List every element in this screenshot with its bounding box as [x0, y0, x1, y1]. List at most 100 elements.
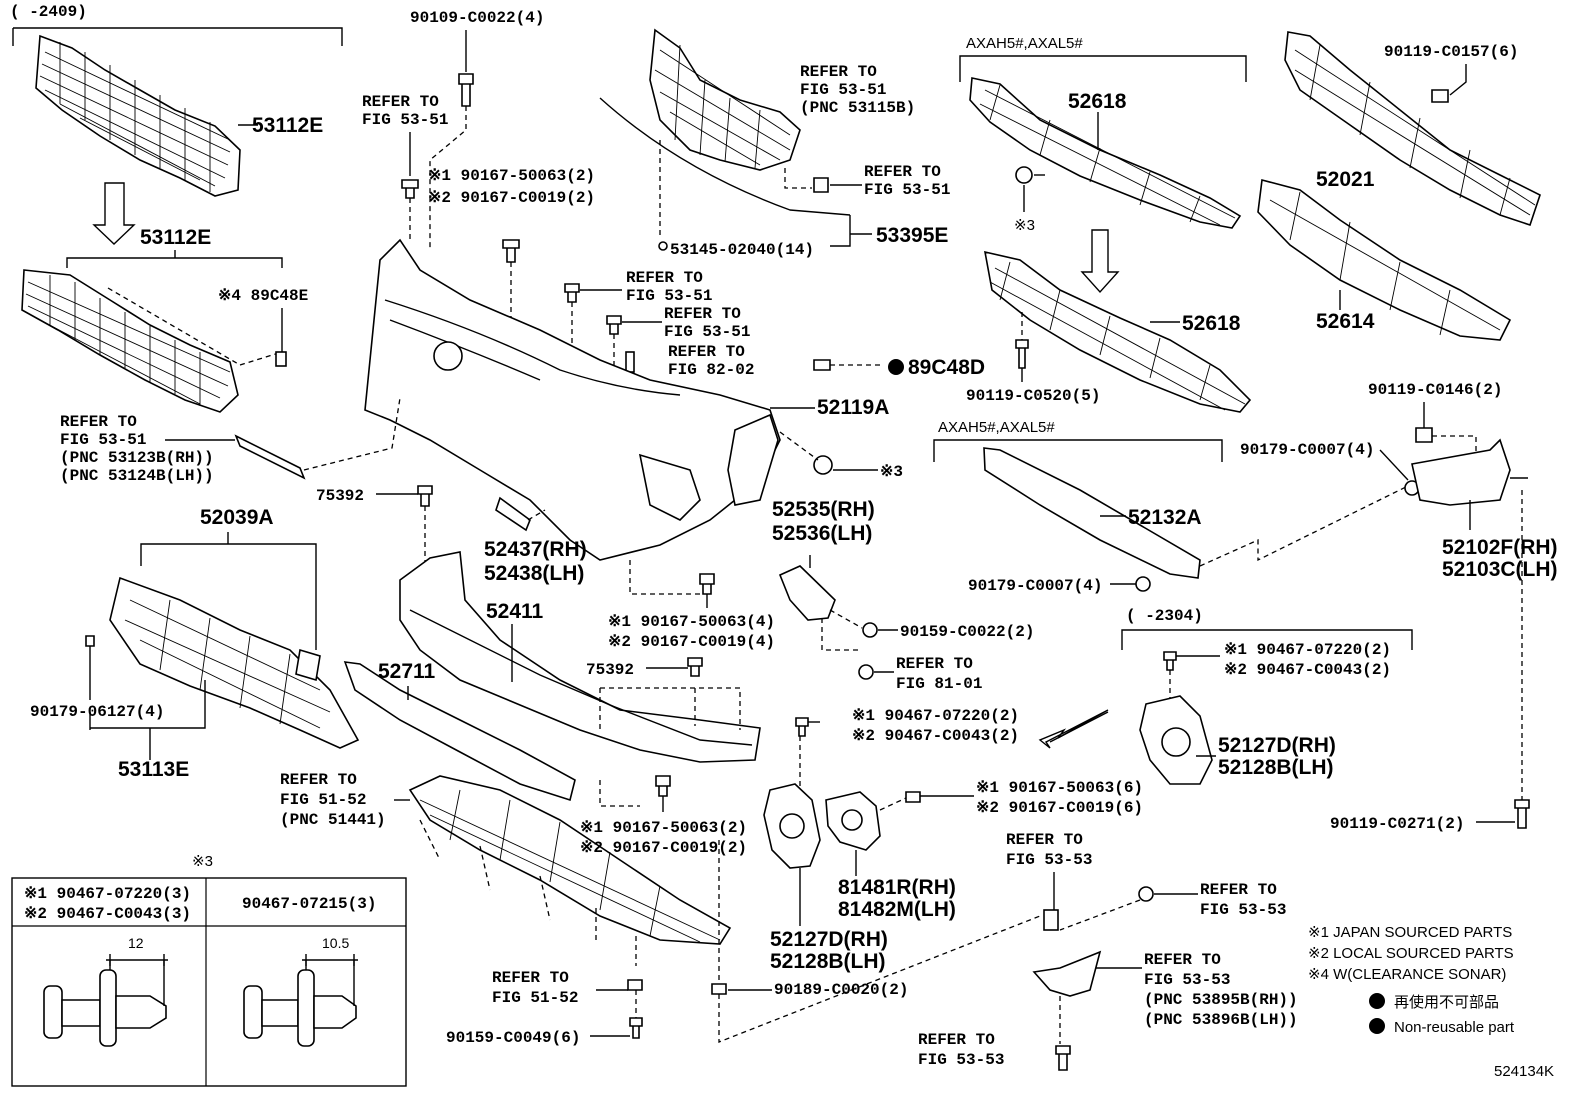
part-90189-C0020: 90189-C0020(2) — [774, 981, 908, 999]
leader — [629, 560, 700, 595]
part-90167-b2: ※2 90167-C0019(4) — [608, 633, 775, 651]
screw-icon — [862, 622, 878, 638]
legend-jp: 再使用不可部品 — [1394, 994, 1499, 1011]
bolt-icon — [1514, 799, 1530, 829]
part-53112E-lower: 53112E — [140, 226, 211, 249]
arrow-shaft — [1049, 711, 1109, 743]
leader — [879, 797, 907, 811]
clip-icon — [627, 979, 643, 991]
bracket — [959, 55, 1247, 82]
clip-table-right: 90467-07215(3) — [242, 895, 376, 913]
range-label-2304: ( -2304) — [1126, 607, 1203, 625]
leader — [1199, 479, 1421, 567]
part-52119A: 52119A — [817, 396, 889, 419]
molding-52711-illustration — [343, 661, 576, 802]
part-90167-a1: ※1 90167-50063(2) — [428, 167, 595, 185]
bracket — [830, 215, 872, 247]
absorber-upper-illustration — [969, 77, 1242, 229]
bumper-lower-illustration — [399, 551, 761, 763]
part-52614: 52614 — [1316, 310, 1375, 333]
non-reusable-dot-icon — [1369, 1018, 1385, 1034]
clip-icon — [85, 635, 95, 647]
clip-icon — [1163, 651, 1177, 671]
bracket-52535-illustration — [778, 565, 836, 621]
leader — [527, 509, 546, 521]
screw-icon — [858, 664, 874, 680]
ref-51-52-b: REFER TO FIG 51-52 — [492, 969, 578, 1007]
clip-icon — [813, 455, 833, 475]
bumper-cover-illustration — [364, 238, 781, 561]
part-53145: 53145-02040(14) — [670, 241, 814, 259]
part-90119-C0157: 90119-C0157(6) — [1384, 43, 1518, 61]
leader — [303, 397, 401, 471]
ref-82-02: REFER TO FIG 82-02 — [668, 343, 754, 379]
part-52127D-a: 52127D(RH) 52128B(LH) — [1218, 734, 1342, 779]
ref-53-51-b: REFER TO FIG 53-51 — [864, 163, 950, 199]
molding-52437 — [495, 496, 531, 532]
part-52021: 52021 — [1316, 168, 1375, 191]
screw-icon — [699, 573, 715, 595]
clip-icon — [417, 485, 433, 507]
clip-left-drawing — [43, 954, 168, 1047]
bolt-icon — [1015, 339, 1029, 369]
ref-53-51-c: REFER TO FIG 53-51 — [626, 269, 712, 305]
fog-bezel-right-illustration — [1139, 695, 1213, 785]
beam-52132A-illustration — [983, 447, 1201, 579]
reinforcement-illustration — [1284, 31, 1541, 227]
clip-right-drawing — [243, 954, 358, 1047]
part-90167-a2: ※2 90167-C0019(2) — [428, 189, 595, 207]
ref-81-01: REFER TO FIG 81-01 — [896, 655, 982, 693]
part-52102F: 52102F(RH) 52103C(LH) — [1442, 536, 1563, 581]
clip-table-left-2: ※2 90467-C0043(3) — [24, 905, 191, 923]
part-52535: 52535(RH) 52536(LH) — [772, 498, 881, 545]
part-89C48E: ※4 89C48E — [218, 287, 308, 305]
sensor-bracket — [275, 351, 287, 367]
part-89C48D: 89C48D — [908, 356, 985, 379]
part-90167-d2: ※2 90167-C0019(6) — [976, 799, 1143, 817]
clip-icon — [687, 657, 703, 677]
bolt-icon — [458, 73, 474, 107]
ref-53-53-d: REFER TO FIG 53-53 — [918, 1031, 1004, 1069]
leader — [1059, 899, 1141, 931]
bracket — [140, 532, 317, 650]
ref-53115B: REFER TO FIG 53-51 (PNC 53115B) — [800, 63, 915, 117]
clip-icon — [564, 283, 580, 303]
grille-support-illustration — [649, 28, 801, 171]
part-53113E: 53113E — [118, 758, 189, 781]
leader — [784, 168, 812, 189]
part-90159-C0022: 90159-C0022(2) — [900, 623, 1034, 641]
ref-53123B: REFER TO FIG 53-51 (PNC 53123B(RH)) (PNC… — [60, 413, 223, 485]
legend-2: ※2 LOCAL SOURCED PARTS — [1308, 945, 1514, 962]
part-52127D-b: 52127D(RH) 52128B(LH) — [770, 928, 894, 973]
clip-table-left-1: ※1 90467-07220(3) — [24, 885, 191, 903]
leader — [419, 819, 637, 966]
clip-icon — [813, 359, 831, 371]
screw-icon — [502, 239, 520, 263]
part-90467-b1: ※1 90467-07220(2) — [852, 707, 1019, 725]
lamp-cover-small — [295, 648, 321, 682]
leader — [599, 687, 741, 730]
ref-53-51-a: REFER TO FIG 53-51 — [362, 93, 448, 129]
model-codes-2: AXAH5#,AXAL5# — [938, 419, 1055, 436]
bolt-icon — [1431, 89, 1449, 103]
star3-a: ※3 — [880, 463, 903, 481]
under-cover-illustration — [408, 775, 732, 945]
part-90467-a2: ※2 90467-C0043(2) — [1224, 661, 1391, 679]
non-reusable-dot-icon — [1369, 993, 1385, 1009]
clip-icon — [813, 177, 829, 193]
leader — [429, 106, 467, 250]
part-90119-C0520: 90119-C0520(5) — [966, 387, 1100, 405]
part-90119-C0146: 90119-C0146(2) — [1368, 381, 1502, 399]
bracket — [1121, 629, 1413, 650]
clip-icon — [1138, 886, 1154, 902]
clip-table — [11, 877, 407, 1087]
fog-bezel-illustration — [763, 783, 821, 869]
part-90179-06127: 90179-06127(4) — [30, 703, 164, 721]
part-90167-c2: ※2 90167-C0019(2) — [580, 839, 747, 857]
bracket-52102F-illustration — [1411, 438, 1511, 506]
leader — [1449, 64, 1467, 96]
bolt-icon — [1055, 1045, 1071, 1071]
emblem-sensor — [625, 351, 635, 373]
absorber-52614-illustration — [1257, 178, 1512, 341]
legend-en: Non-reusable part — [1394, 1019, 1515, 1036]
